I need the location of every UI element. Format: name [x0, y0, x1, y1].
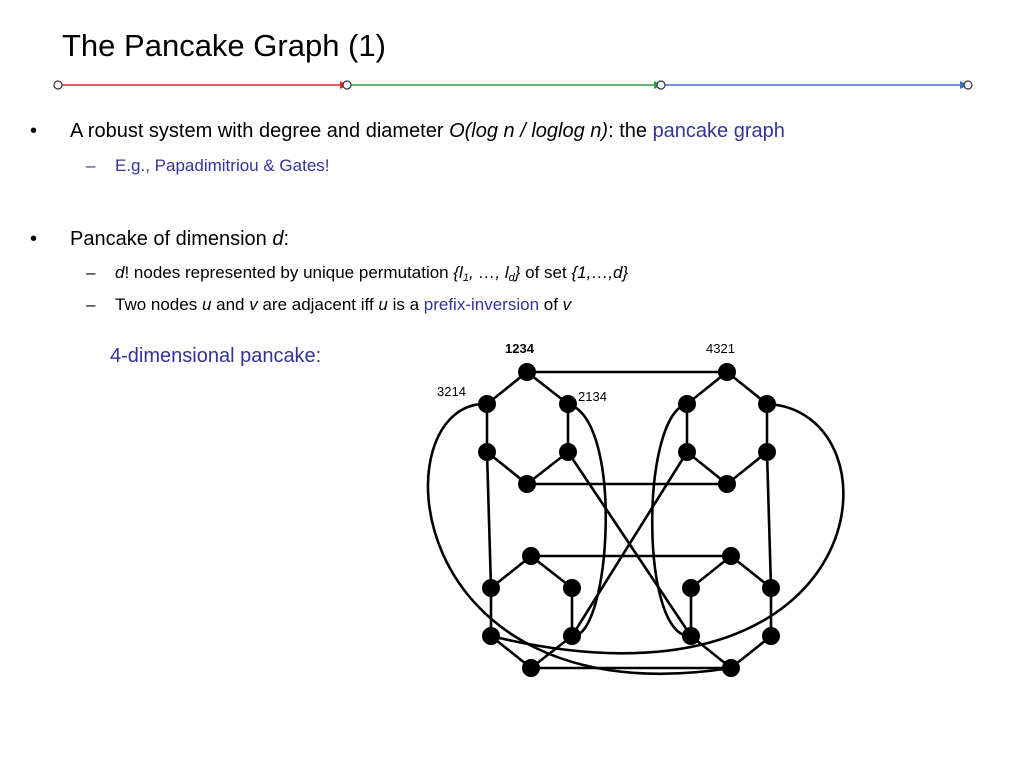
graph-node [682, 579, 700, 597]
bullet-text: A robust system with degree and diameter… [70, 120, 785, 142]
graph-edge [570, 450, 689, 638]
graph-node [718, 475, 736, 493]
graph-node [722, 659, 740, 677]
node-label-2134: 2134 [578, 389, 607, 404]
graph-edge [489, 402, 845, 655]
graph-node [678, 395, 696, 413]
graph-node [563, 579, 581, 597]
graph-node [522, 547, 540, 565]
graph-node [762, 579, 780, 597]
example-text: E.g., Papadimitriou & Gates! [115, 156, 330, 175]
graph-node [478, 395, 496, 413]
graph-node [722, 547, 740, 565]
graph-caption: 4-dimensional pancake: [110, 345, 322, 367]
graph-node [718, 363, 736, 381]
nodes-text: d! nodes represented by unique permutati… [115, 263, 629, 284]
bullet-text: Pancake of dimension d: [70, 228, 290, 250]
bullet-mark: • [30, 120, 38, 142]
graph-node [518, 475, 536, 493]
graph-node [522, 659, 540, 677]
node-label-1234: 1234 [505, 341, 535, 356]
graph-node [563, 627, 581, 645]
graph-edge [566, 402, 607, 638]
graph-edge [765, 450, 773, 590]
graph-edge [650, 402, 693, 638]
graph-node [682, 627, 700, 645]
node-label-4321: 4321 [706, 341, 735, 356]
graph-node [678, 443, 696, 461]
graph-node [478, 443, 496, 461]
title-rule [53, 80, 973, 90]
graph-node [518, 363, 536, 381]
graph-edge [485, 450, 493, 590]
bullet-mark: • [30, 228, 38, 250]
slide-title: The Pancake Graph (1) [62, 28, 386, 63]
graph-node [482, 579, 500, 597]
graph-node [559, 395, 577, 413]
graph-node [762, 627, 780, 645]
node-label-3214: 3214 [437, 384, 466, 399]
graph-node [559, 443, 577, 461]
graph-node [758, 395, 776, 413]
graph-node [758, 443, 776, 461]
graph-edge [426, 402, 733, 676]
graph-node [482, 627, 500, 645]
adjacency-text: Two nodes u and v are adjacent iff u is … [115, 295, 572, 314]
